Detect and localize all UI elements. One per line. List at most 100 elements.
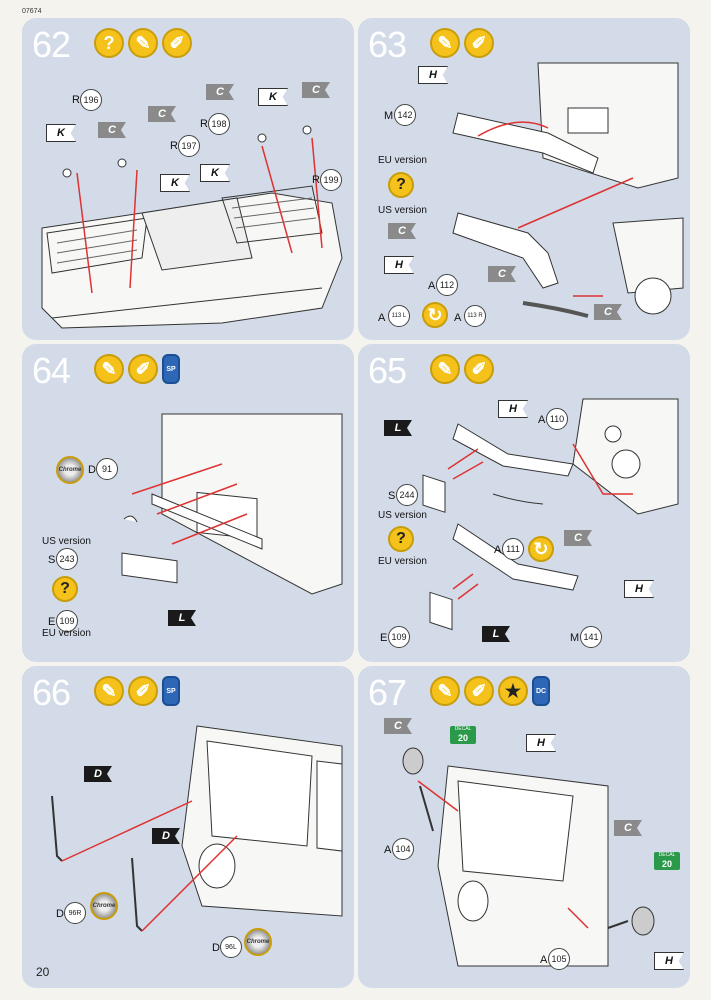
- chrome-paint-icon: Chrome: [56, 456, 84, 484]
- step-number: 64: [32, 350, 71, 391]
- part-e109: 109: [56, 610, 78, 632]
- paint-flag-c: C: [594, 304, 622, 320]
- label-r: R: [170, 140, 178, 152]
- label-s: S: [388, 490, 396, 502]
- tool-icons: ✎ ✐: [430, 28, 494, 58]
- document-code: 07674: [22, 8, 42, 15]
- step-panel-66: 66 ✎ ✐ SP D D D 96R Chrome D 96L Chrome: [22, 666, 354, 988]
- eu-version-label: EU version: [42, 628, 91, 639]
- label-a: A: [454, 312, 462, 324]
- tool-icons: ? ✎ ✐: [94, 28, 192, 58]
- mirror-drawing: [402, 747, 655, 967]
- paint-flag-c: C: [488, 266, 516, 282]
- paint-flag-c: C: [384, 718, 412, 734]
- us-version-label: US version: [42, 536, 91, 547]
- step-number: 67: [368, 672, 407, 713]
- special-glue-icon: SP: [162, 354, 180, 384]
- paint-flag-c: C: [98, 122, 126, 138]
- part-m141: 141: [580, 626, 602, 648]
- bumper-drawing: [452, 62, 684, 318]
- step-panel-63: 63 ✎ ✐ M 142 EU version ? US version H C…: [358, 18, 690, 340]
- label-a: A: [540, 954, 548, 966]
- front-bumper-drawing: [422, 398, 679, 631]
- paint-flag-h: H: [498, 400, 528, 418]
- tool-icons: ✎ ✐ SP: [94, 676, 180, 706]
- step-number: 66: [32, 672, 71, 713]
- tool-icons: ✎ ✐ ★ DC: [430, 676, 550, 706]
- label-d: D: [212, 942, 220, 954]
- glue-icon: ✎: [430, 28, 460, 58]
- step-number: 62: [32, 24, 71, 65]
- paint-flag-c: C: [148, 106, 176, 122]
- label-m: M: [570, 632, 580, 644]
- paint-icon: ✐: [464, 28, 494, 58]
- step-panel-62: 62 ? ✎ ✐ R 196 R 198 R 197 R 199 K C C K…: [22, 18, 354, 340]
- paint-icon: ✐: [464, 676, 494, 706]
- step-number: 65: [368, 350, 407, 391]
- page-number: 20: [36, 965, 50, 979]
- rear-plate-drawing: [121, 413, 343, 595]
- paint-flag-l: L: [168, 610, 196, 626]
- paint-flag-c: C: [614, 820, 642, 836]
- us-version-label: US version: [378, 510, 427, 521]
- part-s243: 243: [56, 548, 78, 570]
- part-e109: 109: [388, 626, 410, 648]
- paint-icon: ✐: [128, 676, 158, 706]
- rotate-icon: ↻: [528, 536, 554, 562]
- label-d: D: [88, 464, 96, 476]
- label-d: D: [56, 908, 64, 920]
- part-r197: 197: [178, 135, 200, 157]
- paint-flag-c: C: [206, 84, 234, 100]
- part-s244: 244: [396, 484, 418, 506]
- rotate-icon: ↻: [422, 302, 448, 328]
- part-a111: 111: [502, 538, 524, 560]
- decal-glue-icon: DC: [532, 676, 550, 706]
- eu-version-label: EU version: [378, 556, 427, 567]
- paint-flag-h: H: [418, 66, 448, 84]
- part-d91: 91: [96, 458, 118, 480]
- label-s: S: [48, 554, 56, 566]
- part-d96r: 96R: [64, 902, 86, 924]
- tool-icons: ✎ ✐: [430, 354, 494, 384]
- part-a113l: 113 L: [388, 305, 410, 327]
- label-a: A: [384, 844, 392, 856]
- label-m: M: [384, 110, 394, 122]
- question-icon: ?: [94, 28, 124, 58]
- part-a113r: 113 R: [464, 305, 486, 327]
- paint-icon: ✐: [162, 28, 192, 58]
- label-a: A: [378, 312, 386, 324]
- step-number: 63: [368, 24, 407, 65]
- chrome-paint-icon: Chrome: [90, 892, 118, 920]
- paint-icon: ✐: [128, 354, 158, 384]
- glue-icon: ✎: [430, 354, 460, 384]
- part-a110: 110: [546, 408, 568, 430]
- step-panel-64: 64 ✎ ✐ SP Chrome D 91 US version S 243 ?…: [22, 344, 354, 662]
- label-e: E: [380, 632, 388, 644]
- us-version-label: US version: [378, 205, 427, 216]
- label-r: R: [72, 94, 80, 106]
- part-a104: 104: [392, 838, 414, 860]
- glue-icon: ✎: [94, 676, 124, 706]
- chrome-paint-icon: Chrome: [244, 928, 272, 956]
- part-m142: 142: [394, 104, 416, 126]
- label-r: R: [200, 118, 208, 130]
- label-a: A: [428, 280, 436, 292]
- glue-icon: ✎: [128, 28, 158, 58]
- paint-flag-l: L: [384, 420, 412, 436]
- glue-icon: ✎: [430, 676, 460, 706]
- special-glue-icon: SP: [162, 676, 180, 706]
- eu-version-label: EU version: [378, 155, 427, 166]
- question-icon: ?: [388, 172, 414, 198]
- part-d96l: 96L: [220, 936, 242, 958]
- tool-icons: ✎ ✐ SP: [94, 354, 180, 384]
- paint-flag-c: C: [388, 223, 416, 239]
- question-icon: ?: [388, 526, 414, 552]
- part-a105: 105: [548, 948, 570, 970]
- paint-flag-c: C: [564, 530, 592, 546]
- part-r196: 196: [80, 89, 102, 111]
- paint-flag-c: C: [302, 82, 330, 98]
- decal-icon: ★: [498, 676, 528, 706]
